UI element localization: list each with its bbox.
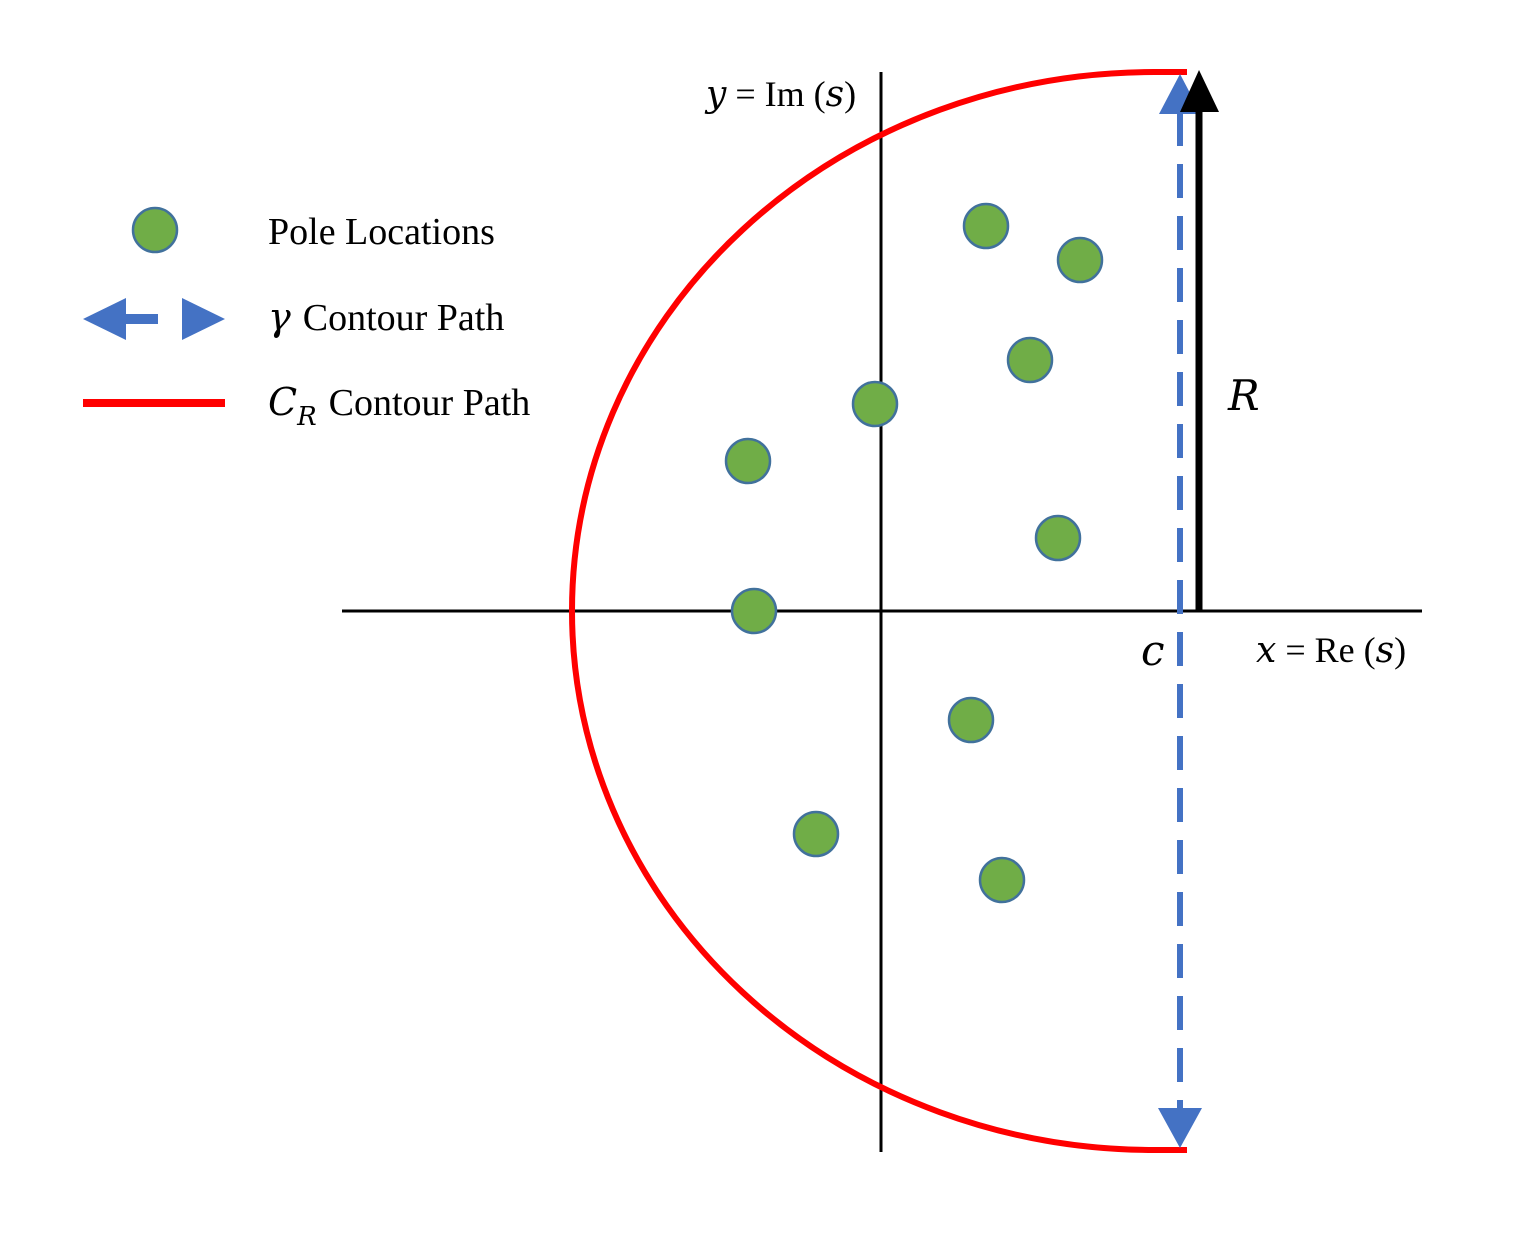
- radius-label: R: [1227, 371, 1260, 420]
- pole-marker: [947, 696, 995, 744]
- x-axis-label: x = Re (s): [1256, 630, 1406, 671]
- legend-gamma-text: γ Contour Path: [268, 295, 504, 339]
- y-axis-close: ): [844, 74, 856, 114]
- y-axis-var: y: [704, 74, 727, 115]
- legend-cr-label: Contour Path: [329, 382, 531, 424]
- legend-gamma-symbol: γ: [268, 295, 291, 339]
- legend-gamma-label: Contour Path: [303, 297, 505, 339]
- pole-marker: [1034, 514, 1082, 562]
- y-axis-arg: s: [826, 74, 844, 115]
- abscissa-c-label: c: [1141, 626, 1165, 675]
- radius-arrowhead: [1180, 70, 1219, 112]
- pole-marker: [730, 587, 778, 635]
- pole-marker: [1056, 236, 1104, 284]
- x-axis-arg: s: [1376, 630, 1394, 671]
- pole-marker: [978, 856, 1026, 904]
- legend-cr-symbol: C: [268, 380, 297, 424]
- double-arrow-icon: [83, 298, 225, 340]
- pole-marker: [962, 202, 1010, 250]
- green-circle-icon: [131, 206, 179, 254]
- legend-item-cr: CR Contour Path: [83, 380, 530, 432]
- pole-marker: [724, 437, 772, 485]
- legend-cr-text: CR Contour Path: [268, 380, 530, 432]
- x-axis-close: ): [1394, 630, 1406, 670]
- pole-marker: [1006, 336, 1054, 384]
- y-axis-eq: = Im (: [726, 74, 825, 114]
- legend-poles-label: Pole Locations: [268, 211, 495, 253]
- y-axis-label: y = Im (s): [704, 74, 856, 115]
- legend-cr-subscript: R: [296, 402, 317, 432]
- legend-item-gamma: γ Contour Path: [83, 295, 504, 340]
- x-axis-var: x: [1256, 630, 1276, 671]
- pole-marker: [792, 810, 840, 858]
- legend-item-poles: Pole Locations: [131, 206, 495, 254]
- gamma-down-arrowhead: [1158, 1108, 1202, 1148]
- cr-contour-path: [569, 69, 1187, 1153]
- pole-group: [724, 202, 1104, 904]
- pole-marker: [851, 380, 899, 428]
- radius-arrow: [1180, 70, 1219, 611]
- x-axis-eq: = Re (: [1276, 630, 1375, 670]
